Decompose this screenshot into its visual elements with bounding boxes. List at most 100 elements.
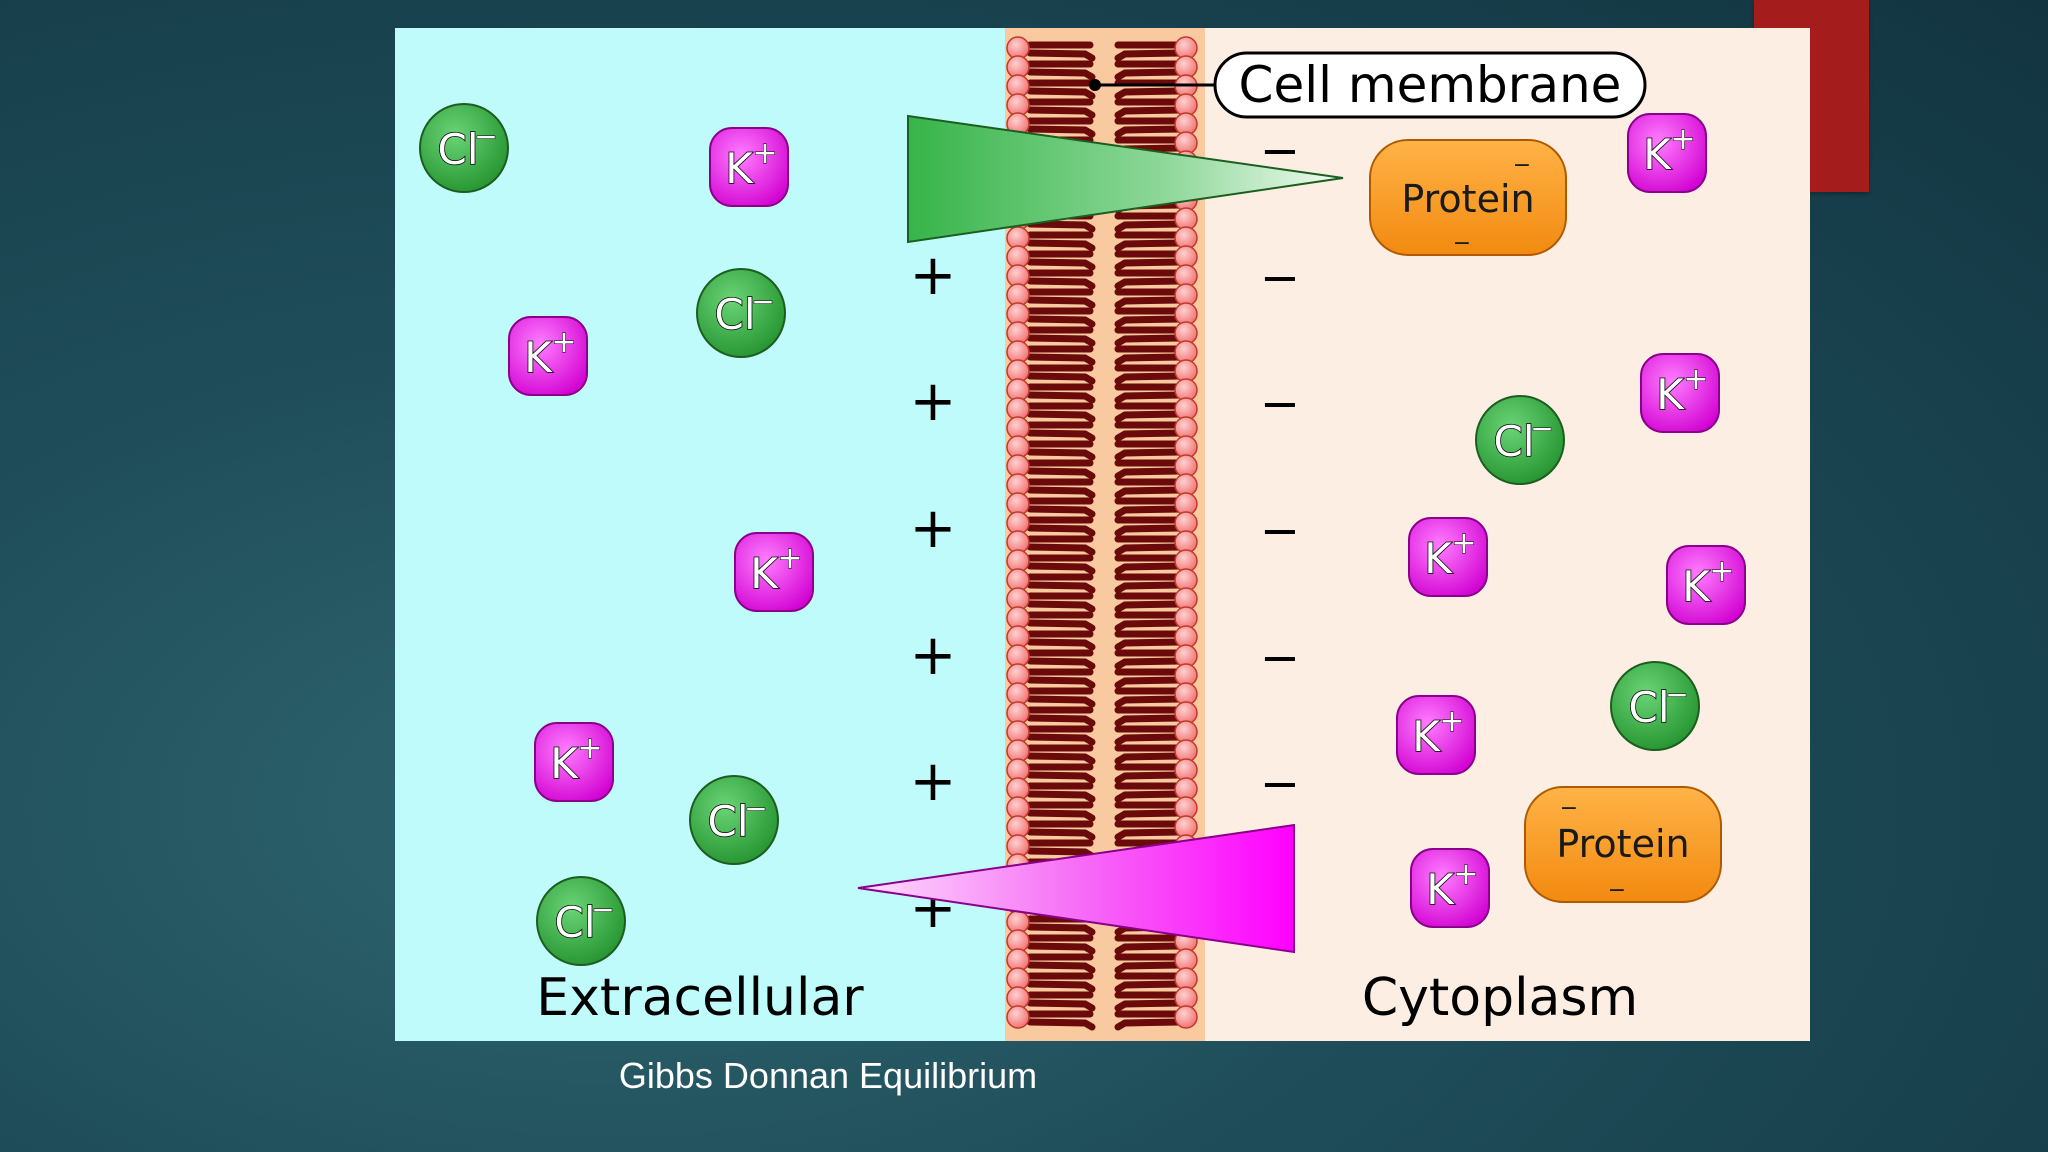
lipid-tail-inner <box>1114 991 1184 1012</box>
potassium-ion: K+ <box>508 316 588 396</box>
lipid-tail-outer <box>1026 288 1096 309</box>
lipid-tail-inner <box>1114 383 1184 404</box>
lipid-tail-outer <box>1026 79 1096 100</box>
potassium-symbol: K <box>550 739 579 788</box>
lipid-tail-inner <box>1114 630 1184 651</box>
protein-charge-bottom: − <box>1453 231 1471 256</box>
lipid-tail-inner <box>1114 440 1184 461</box>
lipid-tail-inner <box>1114 953 1184 974</box>
chloride-ion: Cl− <box>1475 395 1565 485</box>
lipid-tail-inner <box>1114 497 1184 518</box>
lipid-tail-inner <box>1114 687 1184 708</box>
chloride-charge: − <box>591 893 614 926</box>
lipid-tail-outer <box>1026 535 1096 556</box>
lipid-tail-outer <box>1026 421 1096 442</box>
lipid-tail-outer <box>1026 345 1096 366</box>
positive-charge-marker: + <box>910 496 957 561</box>
potassium-charge: + <box>577 731 602 766</box>
potassium-ion: K+ <box>534 722 614 802</box>
membrane-label: Cell membrane <box>1239 56 1622 114</box>
potassium-charge: + <box>1709 554 1734 589</box>
chloride-ion: Cl− <box>1610 661 1700 751</box>
lipid-tail-outer <box>1026 554 1096 575</box>
potassium-symbol: K <box>750 549 779 598</box>
lipid-tail-outer <box>1026 383 1096 404</box>
lipid-tail-inner <box>1114 79 1184 100</box>
chloride-symbol: Cl <box>715 290 756 339</box>
lipid-tail-outer <box>1026 801 1096 822</box>
lipid-tail-outer <box>1026 668 1096 689</box>
lipid-tail-outer <box>1026 687 1096 708</box>
lipid-tail-inner <box>1114 744 1184 765</box>
chloride-charge: − <box>1665 678 1688 711</box>
lipid-tail-outer <box>1026 516 1096 537</box>
lipid-tail-inner <box>1114 649 1184 670</box>
chloride-ion: Cl− <box>689 775 779 865</box>
chloride-charge: − <box>1530 412 1553 445</box>
lipid-tail-inner <box>1114 478 1184 499</box>
lipid-tail-outer <box>1026 725 1096 746</box>
chloride-ion: Cl− <box>696 268 786 358</box>
protein-label: Protein <box>1401 177 1534 221</box>
protein-charge-top: − <box>1560 796 1578 821</box>
lipid-tail-outer <box>1026 41 1096 62</box>
potassium-ion: K+ <box>734 532 814 612</box>
lipid-tail-inner <box>1114 611 1184 632</box>
lipid-tail-outer <box>1026 478 1096 499</box>
potassium-charge: + <box>1439 704 1464 739</box>
extracellular-label: Extracellular <box>536 968 864 1028</box>
lipid-tail-outer <box>1026 820 1096 841</box>
negative-charge-marker: − <box>1260 503 1300 559</box>
lipid-tail-inner <box>1114 421 1184 442</box>
potassium-symbol: K <box>1426 865 1455 914</box>
protein-charge-top: − <box>1513 153 1531 178</box>
chloride-symbol: Cl <box>708 797 749 846</box>
charge-markers: ++++++−−−−−− <box>910 123 1301 941</box>
potassium-charge: + <box>551 325 576 360</box>
positive-charge-marker: + <box>910 369 957 434</box>
lipid-tail-outer <box>1026 402 1096 423</box>
lipid-tail-inner <box>1114 820 1184 841</box>
lipid-tail-outer <box>1026 364 1096 385</box>
chloride-charge: − <box>474 120 497 153</box>
lipid-tail-outer <box>1026 763 1096 784</box>
lipid-tail-inner <box>1114 516 1184 537</box>
extracellular-region <box>395 28 1005 1041</box>
chloride-symbol: Cl <box>1629 683 1670 732</box>
lipid-tail-outer <box>1026 592 1096 613</box>
slide-caption: Gibbs Donnan Equilibrium <box>618 1055 1038 1096</box>
lipid-tail-outer <box>1026 934 1096 955</box>
membrane-pointer-dot <box>1089 79 1101 91</box>
lipid-tail-outer <box>1026 991 1096 1012</box>
lipid-tail-inner <box>1114 554 1184 575</box>
lipid-tail-inner <box>1114 668 1184 689</box>
lipid-tail-inner <box>1114 269 1184 290</box>
potassium-charge: + <box>752 136 777 171</box>
potassium-ion: K+ <box>709 127 789 207</box>
protein-label: Protein <box>1556 822 1689 866</box>
chloride-symbol: Cl <box>555 898 596 947</box>
lipid-head-inner <box>1174 1005 1198 1029</box>
chloride-gradient-wedge <box>907 114 1344 244</box>
lipid-tail-inner <box>1114 763 1184 784</box>
lipid-tail-inner <box>1114 535 1184 556</box>
lipid-tail-inner <box>1114 231 1184 252</box>
lipid-tail-inner <box>1114 212 1184 233</box>
lipid-tail-outer <box>1026 440 1096 461</box>
lipid-tail-outer <box>1026 497 1096 518</box>
potassium-ion: K+ <box>1640 353 1720 433</box>
chloride-symbol: Cl <box>1494 417 1535 466</box>
negative-charge-marker: − <box>1260 756 1300 812</box>
potassium-charge: + <box>1451 526 1476 561</box>
lipid-tail-outer <box>1026 744 1096 765</box>
lipid-tail-inner <box>1114 459 1184 480</box>
lipid-tail-inner <box>1114 725 1184 746</box>
lipid-tail-inner <box>1114 345 1184 366</box>
lipid-tail-outer <box>1026 706 1096 727</box>
lipid-tail-outer <box>1026 972 1096 993</box>
lipid-tail-outer <box>1026 326 1096 347</box>
lipid-tail-outer <box>1026 782 1096 803</box>
lipid-tail-inner <box>1114 782 1184 803</box>
negative-charge-marker: − <box>1260 630 1300 686</box>
chloride-charge: − <box>744 792 767 825</box>
